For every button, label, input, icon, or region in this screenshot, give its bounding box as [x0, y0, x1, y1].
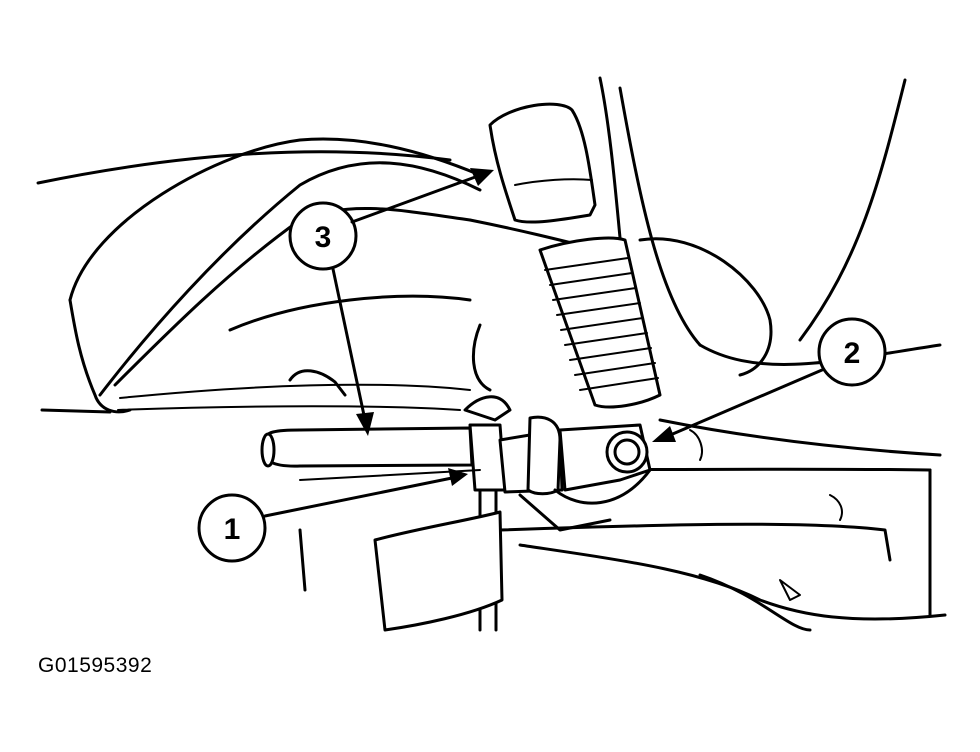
svg-text:1: 1	[224, 513, 241, 546]
lower-flap	[299, 469, 504, 632]
callout-1: 1	[197, 493, 267, 563]
figure-id: G01595392	[38, 654, 153, 677]
callout-3: 3	[288, 201, 358, 271]
pivot-bolt	[605, 430, 649, 474]
leader-lines	[263, 168, 824, 518]
svg-text:3: 3	[315, 221, 332, 254]
callout-2: 2	[817, 317, 887, 387]
svg-text:2: 2	[844, 337, 861, 370]
seat-track	[498, 467, 947, 632]
lever-boot	[538, 236, 662, 409]
release-handle	[260, 369, 474, 468]
recliner-strap	[488, 102, 597, 224]
side-trim	[598, 76, 942, 457]
